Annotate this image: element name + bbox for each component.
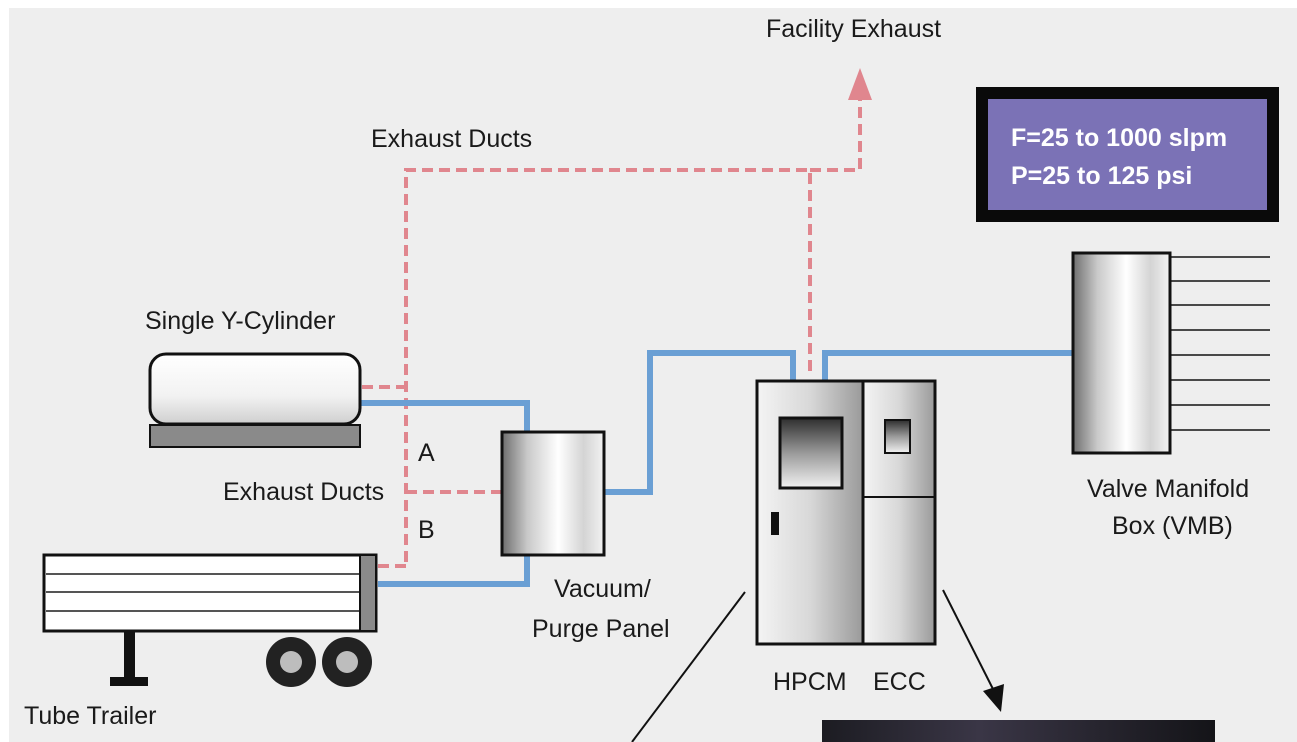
hpcm-ecc-cabinet xyxy=(755,379,937,646)
tube-trailer-label: Tube Trailer xyxy=(24,702,156,730)
vmb-outlet-lines xyxy=(1170,256,1270,431)
trailer-wheel-hub xyxy=(336,651,358,673)
line-a-label: A xyxy=(418,439,435,467)
pointer-arrow-icon xyxy=(983,684,1004,712)
gas-lines xyxy=(360,350,1073,587)
pointer-line-right xyxy=(942,589,996,694)
top-border xyxy=(0,0,1297,8)
line-b-label: B xyxy=(418,516,435,544)
exhaust-duct-main xyxy=(404,168,812,562)
vmb-body xyxy=(1071,251,1172,455)
single-y-cylinder xyxy=(148,352,362,448)
gas-line-ecc-vmb xyxy=(822,350,1073,381)
vmb-label-line1: Valve Manifold xyxy=(1087,475,1249,503)
facility-exhaust-label: Facility Exhaust xyxy=(766,15,941,43)
valve-manifold-box xyxy=(1071,251,1270,455)
left-border xyxy=(0,0,9,742)
trailer-landing-foot xyxy=(110,677,148,686)
spec-info-box: F=25 to 1000 slpm P=25 to 125 psi xyxy=(976,87,1279,222)
single-y-cylinder-label: Single Y-Cylinder xyxy=(145,307,335,335)
equipment-photo xyxy=(822,720,1215,742)
vmb-label-line2: Box (VMB) xyxy=(1112,512,1233,540)
hpcm-handle xyxy=(771,512,779,535)
exhaust-ducts-top-label: Exhaust Ducts xyxy=(371,125,532,153)
pointer-line-left xyxy=(631,591,746,742)
vacuum-purge-panel xyxy=(500,430,606,557)
exhaust-ducts-mid-label: Exhaust Ducts xyxy=(223,478,384,506)
ecc-label: ECC xyxy=(873,668,926,696)
exhaust-ducts xyxy=(362,96,862,568)
flow-spec-text: F=25 to 1000 slpm xyxy=(1011,124,1227,152)
cylinder-base xyxy=(149,424,361,448)
vacuum-panel-label-line2: Purge Panel xyxy=(532,615,670,643)
vacuum-panel-label-line1: Vacuum/ xyxy=(554,575,651,603)
spec-info-fill xyxy=(988,99,1267,210)
gas-line-a xyxy=(360,400,530,433)
trailer-landing-leg xyxy=(124,631,135,677)
hpcm-display xyxy=(778,416,844,490)
pressure-spec-text: P=25 to 125 psi xyxy=(1011,162,1192,190)
gas-line-b xyxy=(378,556,530,587)
tube-trailer xyxy=(42,553,378,687)
facility-exhaust-arrow-icon xyxy=(848,68,872,100)
trailer-wheel-hub xyxy=(280,651,302,673)
hpcm-label: HPCM xyxy=(773,668,847,696)
ecc-display xyxy=(884,419,911,454)
trailer-rear-cap xyxy=(359,554,377,632)
cylinder-body xyxy=(148,352,362,426)
gas-line-panel-hpcm xyxy=(604,350,796,495)
